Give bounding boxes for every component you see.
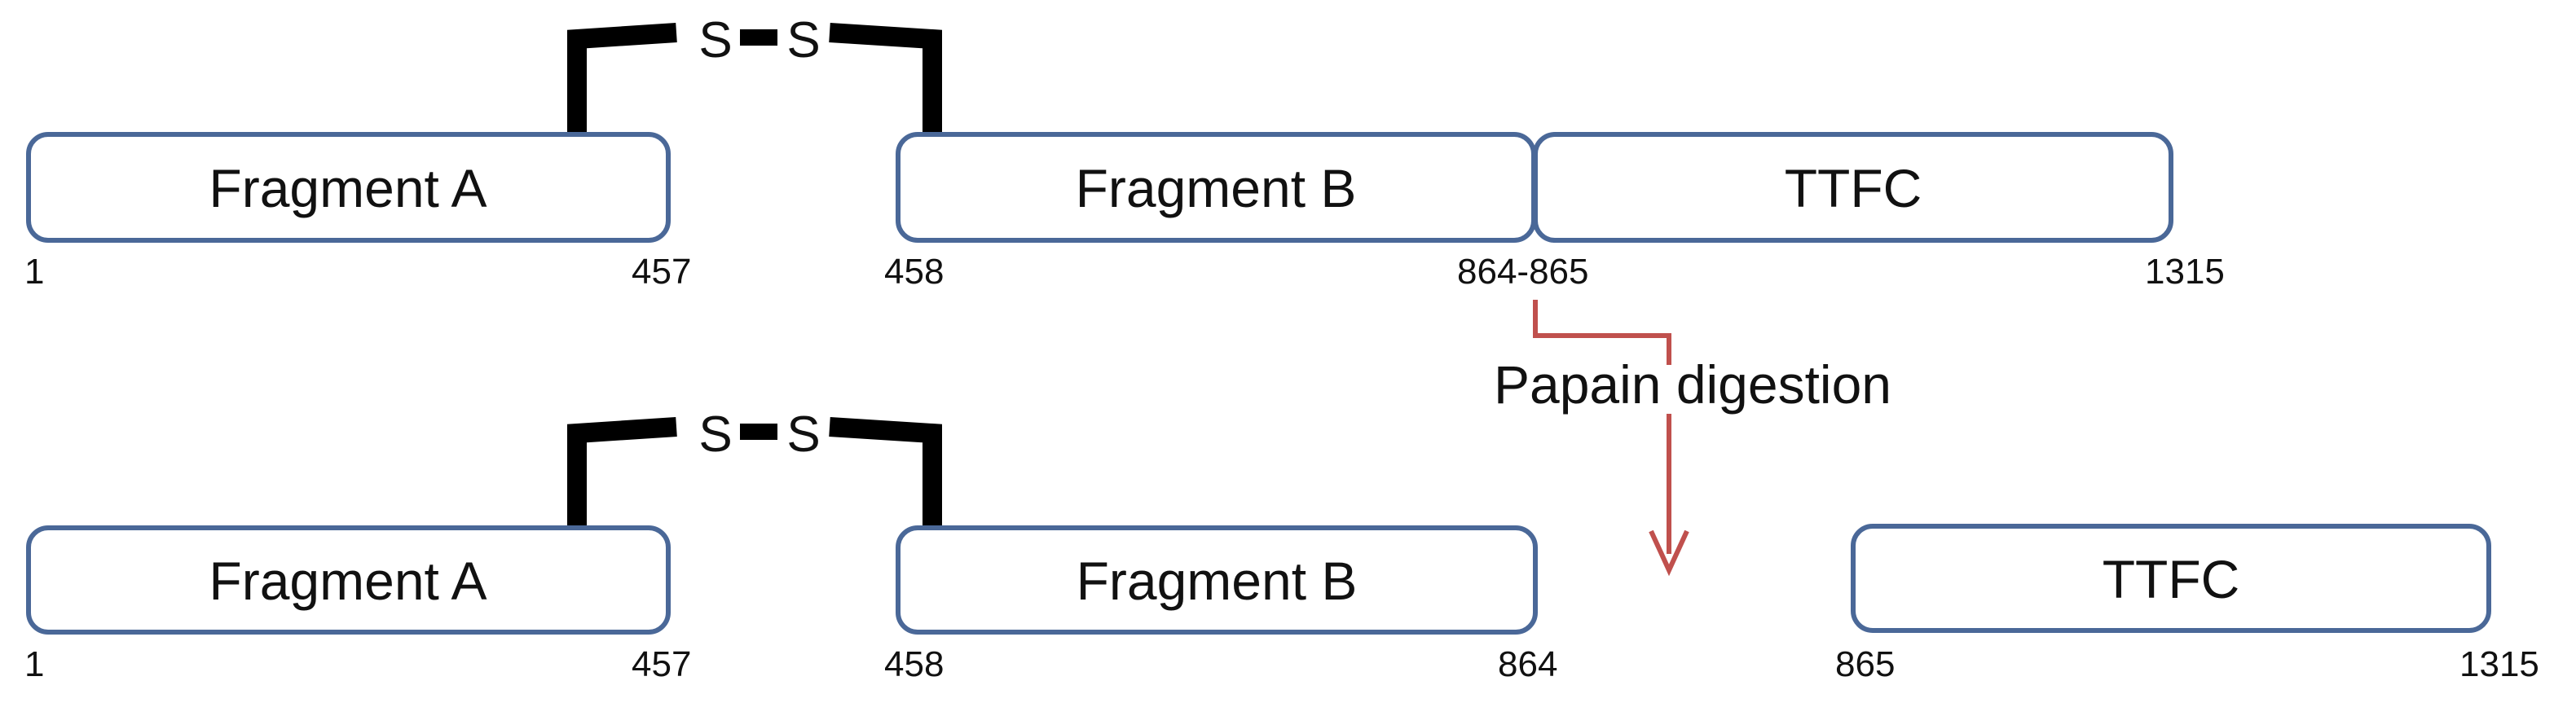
cleavage-connector bbox=[1533, 300, 1671, 365]
bottom-fragment-a-end: 457 bbox=[632, 644, 691, 684]
bottom-ttfc-end: 1315 bbox=[2459, 644, 2539, 684]
bottom-ttfc-start: 865 bbox=[1835, 644, 1895, 684]
top-disulfide-bond-dash bbox=[740, 29, 777, 46]
papain-digestion-arrow: Papain digestion bbox=[1494, 300, 1891, 577]
top-sulfur-right: S bbox=[786, 12, 820, 68]
bottom-disulfide-bond-dash bbox=[740, 424, 777, 440]
top-fragment-a-box bbox=[26, 132, 671, 243]
bottom-disulfide-bracket-right bbox=[829, 417, 942, 531]
bottom-ttfc-box bbox=[1851, 524, 2491, 633]
bottom-fragment-b-label: Fragment B bbox=[1077, 551, 1358, 611]
bottom-row: S S Fragment A Fragment B TTFC 1 457 458… bbox=[24, 406, 2539, 684]
top-row: S S Fragment A Fragment B TTFC 1 457 458… bbox=[24, 12, 2225, 292]
top-fragment-b-start: 458 bbox=[884, 252, 944, 292]
bottom-fragment-a-box bbox=[26, 525, 671, 635]
bottom-fragment-b-start: 458 bbox=[884, 644, 944, 684]
papain-digestion-label: Papain digestion bbox=[1494, 354, 1891, 415]
arrow-head-icon bbox=[1649, 529, 1689, 577]
top-fragment-a-start: 1 bbox=[24, 252, 44, 292]
bottom-fragment-b-end: 864 bbox=[1498, 644, 1557, 684]
top-sulfur-left: S bbox=[698, 12, 732, 68]
bottom-sulfur-right: S bbox=[786, 406, 820, 463]
bottom-ttfc-label: TTFC bbox=[2103, 549, 2240, 609]
top-fragment-a-label: Fragment A bbox=[209, 158, 487, 218]
bottom-fragment-b-box bbox=[896, 525, 1538, 635]
top-fragment-b-label: Fragment B bbox=[1076, 158, 1357, 218]
bottom-sulfur-left: S bbox=[698, 406, 732, 463]
bottom-fragment-a-start: 1 bbox=[24, 644, 44, 684]
top-ttfc-label: TTFC bbox=[1785, 158, 1922, 218]
bottom-fragment-a-label: Fragment A bbox=[209, 551, 487, 611]
top-fragment-a-end: 457 bbox=[632, 252, 691, 292]
bottom-disulfide-bracket-left bbox=[567, 417, 677, 531]
top-disulfide-bracket-left bbox=[567, 23, 677, 137]
top-fragment-b-end: 864-865 bbox=[1457, 252, 1588, 292]
top-ttfc-end: 1315 bbox=[2145, 252, 2225, 292]
top-ttfc-box bbox=[1533, 132, 2173, 243]
top-disulfide-bracket-right bbox=[829, 23, 942, 137]
